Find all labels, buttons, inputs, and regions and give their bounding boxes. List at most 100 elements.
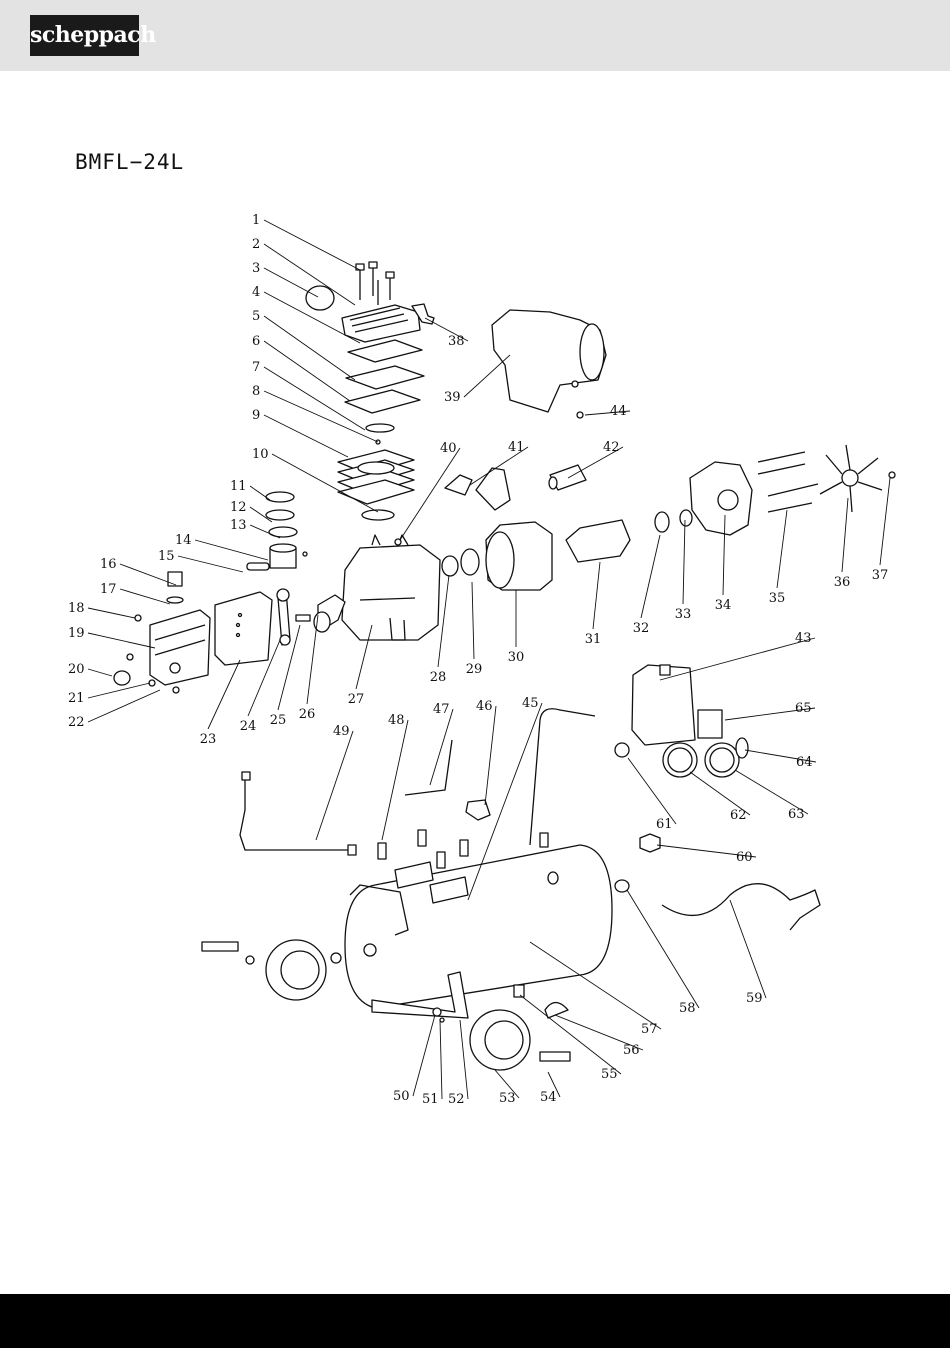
part-number-14: 14 [175, 533, 192, 548]
leader-line-1 [264, 220, 360, 270]
part-number-1: 1 [252, 213, 260, 228]
part-number-26: 26 [299, 707, 316, 722]
leader-line-23 [208, 660, 240, 729]
part-number-52: 52 [448, 1092, 465, 1107]
part-number-60: 60 [736, 850, 753, 865]
leader-line-38 [425, 318, 468, 341]
bearing-front [461, 549, 479, 575]
part-number-42: 42 [603, 440, 620, 455]
leader-line-43 [660, 638, 815, 680]
axle-bolt-right [540, 1052, 570, 1061]
leader-line-35 [777, 510, 787, 588]
leader-line-32 [641, 535, 660, 618]
part-number-54: 54 [540, 1090, 557, 1105]
power-cord [662, 884, 820, 930]
part-number-8: 8 [252, 384, 260, 399]
part-number-5: 5 [252, 309, 260, 324]
part-number-41: 41 [508, 440, 525, 455]
part-number-29: 29 [466, 662, 483, 677]
leader-line-15 [178, 556, 243, 572]
leader-line-20 [88, 669, 112, 676]
leader-line-59 [730, 900, 766, 998]
leader-line-49 [316, 731, 353, 840]
part-number-23: 23 [200, 732, 217, 747]
part-number-39: 39 [444, 390, 461, 405]
part-number-18: 18 [68, 601, 85, 616]
valve-plate [346, 366, 424, 389]
part-number-64: 64 [796, 755, 813, 770]
leader-line-58 [627, 890, 699, 1008]
part-number-20: 20 [68, 662, 85, 677]
tie-rods [758, 452, 818, 512]
part-number-50: 50 [393, 1089, 410, 1104]
piston-ring-2 [266, 510, 294, 520]
cylinder-head [342, 305, 420, 342]
part-number-24: 24 [240, 719, 257, 734]
part-number-10: 10 [252, 447, 269, 462]
cap-nut [640, 834, 660, 852]
outlet-tube [240, 778, 352, 850]
leader-line-36 [842, 498, 848, 572]
leader-line-31 [593, 562, 600, 629]
part-number-51: 51 [422, 1092, 439, 1107]
part-number-7: 7 [252, 360, 260, 375]
rotor [566, 520, 630, 562]
cylinder-gasket [345, 390, 420, 413]
part-number-46: 46 [476, 699, 493, 714]
air-filter [306, 286, 334, 310]
leader-line-11 [250, 486, 270, 500]
part-number-61: 61 [656, 817, 673, 832]
part-number-2: 2 [252, 237, 260, 252]
leader-line-3 [264, 268, 318, 297]
part-number-32: 32 [633, 621, 650, 636]
part-number-9: 9 [252, 408, 260, 423]
seal-ring [442, 556, 458, 576]
crankcase-plate [215, 592, 272, 665]
part-number-15: 15 [158, 549, 175, 564]
safety-valve [615, 743, 629, 757]
part-number-21: 21 [68, 691, 85, 706]
leader-line-55 [520, 995, 621, 1074]
oil-cap [114, 671, 130, 685]
leader-line-17 [120, 589, 170, 604]
part-number-3: 3 [252, 261, 260, 276]
part-number-58: 58 [679, 1001, 696, 1016]
pressure-switch [632, 665, 695, 745]
part-number-35: 35 [769, 591, 786, 606]
leader-line-21 [88, 683, 150, 698]
part-number-22: 22 [68, 715, 85, 730]
part-number-31: 31 [585, 632, 602, 647]
drain-valve [514, 985, 524, 997]
check-valve [466, 800, 490, 820]
handle [530, 709, 595, 845]
leader-line-9 [264, 415, 348, 457]
leader-line-50 [413, 1015, 435, 1096]
leader-line-26 [307, 615, 318, 704]
part-number-16: 16 [100, 557, 117, 572]
breather [168, 572, 182, 586]
leader-line-51 [440, 1020, 442, 1099]
leader-line-6 [264, 341, 350, 401]
axle-bolt-left [202, 942, 238, 951]
leader-line-62 [690, 772, 750, 815]
part-number-4: 4 [252, 285, 260, 300]
part-number-43: 43 [795, 631, 812, 646]
part-number-13: 13 [230, 518, 247, 533]
part-number-25: 25 [270, 713, 287, 728]
leader-line-18 [88, 608, 135, 618]
leader-line-5 [264, 316, 355, 380]
part-number-36: 36 [834, 575, 851, 590]
regulator-knob [698, 710, 722, 738]
part-number-53: 53 [499, 1091, 516, 1106]
part-number-48: 48 [388, 713, 405, 728]
part-number-30: 30 [508, 650, 525, 665]
part-number-34: 34 [715, 598, 732, 613]
cable-clamp [445, 468, 510, 510]
valve-gasket [348, 340, 422, 362]
piston-ring-1 [266, 492, 294, 502]
fan-nut [889, 472, 895, 478]
crank-bolt [296, 615, 310, 621]
leader-line-52 [460, 1020, 468, 1099]
leader-line-33 [683, 520, 685, 604]
leader-line-14 [195, 540, 268, 560]
